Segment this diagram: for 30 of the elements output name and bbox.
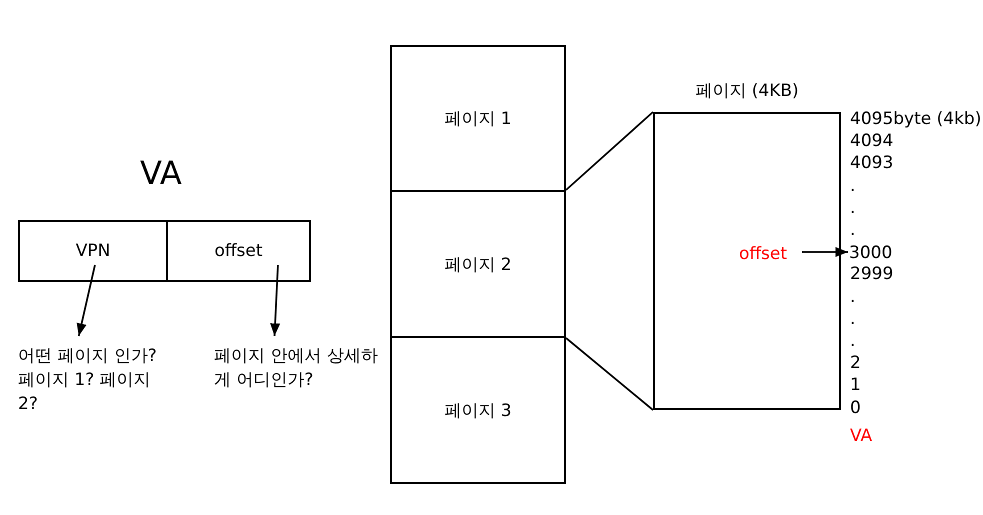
offset-field-box: offset — [166, 220, 311, 282]
ellipsis-dot: . — [850, 196, 856, 219]
question-text: 어떤 페이지 인가? 페이지 1? 페이지 2? — [18, 344, 160, 416]
arrow — [76, 264, 96, 336]
ellipsis-dot: . — [850, 308, 856, 330]
question-text: 페이지 안에서 상세하게 어디인가? — [214, 344, 384, 392]
address-number: 3000 — [849, 241, 899, 263]
ellipsis-dot: . — [850, 219, 856, 241]
page-box: 페이지 2 — [390, 190, 566, 338]
address-number: 4095byte (4kb) — [850, 108, 982, 130]
zoom-line — [565, 111, 654, 191]
address-number: 4094 — [850, 130, 894, 152]
ellipsis-dot: . — [850, 286, 856, 308]
ellipsis-dot: 1 — [850, 374, 861, 396]
page-box: 페이지 1 — [390, 45, 566, 192]
vpn-field-box: VPN — [18, 220, 168, 282]
offset-text: offset — [733, 242, 793, 266]
ellipsis-dot: 0 — [850, 396, 861, 419]
page-box: 페이지 3 — [390, 336, 566, 484]
page-title: 페이지 (4KB) — [695, 80, 799, 102]
ellipsis-dot: . — [850, 174, 856, 197]
address-number: 2999 — [850, 263, 894, 286]
ellipsis-dot: 2 — [850, 352, 861, 374]
va-label: VA — [850, 426, 872, 446]
address-number: 4093 — [850, 152, 894, 174]
heading: VA — [140, 154, 182, 192]
zoom-line — [565, 337, 654, 411]
arrow — [802, 246, 848, 258]
arrow — [270, 264, 280, 336]
ellipsis-dot: . — [850, 330, 856, 352]
